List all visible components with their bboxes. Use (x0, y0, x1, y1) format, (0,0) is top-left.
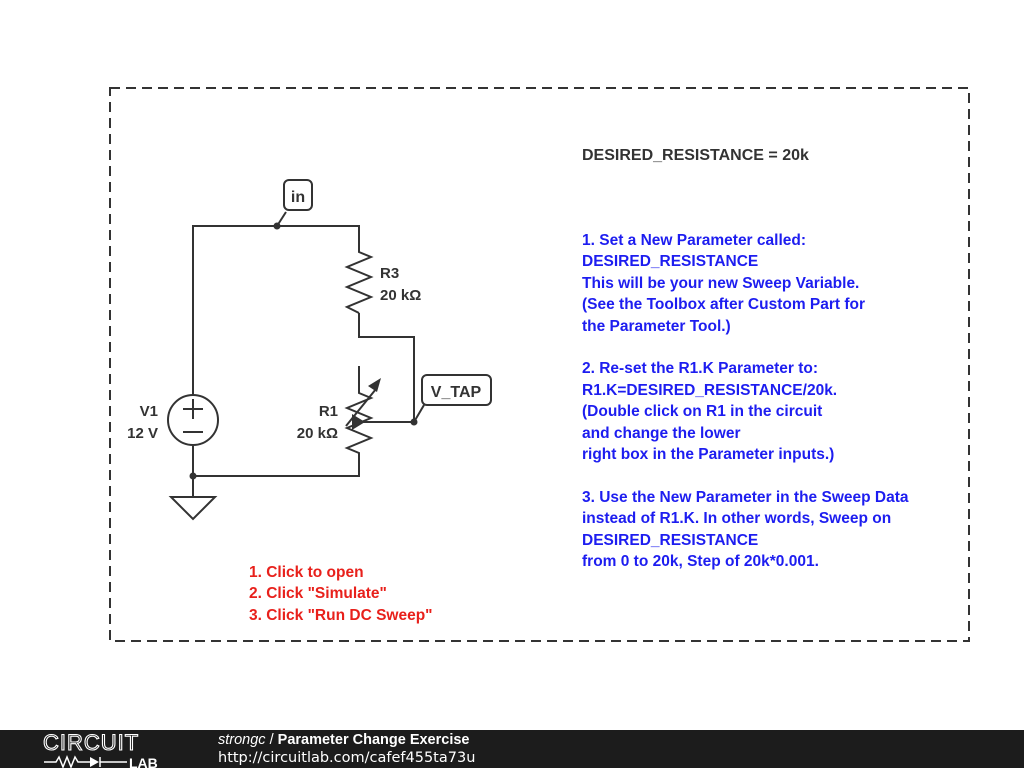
step-line: 2. Click "Simulate" (249, 585, 387, 603)
step-line: 1. Click to open (249, 564, 364, 581)
footer-bar: CIRCUIT LAB strongc / Parameter Change E… (0, 730, 1024, 768)
logo-top-text: CIRCUIT (43, 732, 139, 755)
parameter-definition-text: DESIRED_RESISTANCE = 20k (582, 147, 809, 164)
instruction-line (582, 465, 908, 486)
instruction-line: and change the lower (582, 424, 741, 442)
instruction-line: (See the Toolbox after Custom Part for (582, 296, 866, 314)
dashed-border-box (109, 87, 970, 642)
node-label-vtap-text: V_TAP (431, 384, 482, 401)
instruction-line: This will be your new Sweep Variable. (582, 274, 860, 292)
logo-bottom-text: LAB (129, 755, 158, 768)
schematic-drawing: in V_TAP V1 12 V R3 20 kΩ R1 20 kΩ (109, 87, 970, 642)
instruction-line: 2. Re-set the R1.K Parameter to: (582, 360, 819, 378)
circuit-title: Parameter Change Exercise (277, 732, 470, 748)
instruction-line: DESIRED_RESISTANCE (582, 531, 759, 549)
circuit-url-link[interactable]: http://circuitlab.com/cafef455ta73u (218, 750, 476, 766)
schematic-canvas[interactable]: in V_TAP V1 12 V R3 20 kΩ R1 20 kΩ DESIR… (0, 0, 1024, 730)
circuitlab-logo[interactable]: CIRCUIT LAB (42, 732, 177, 768)
instruction-line: right box in the Parameter inputs.) (582, 446, 835, 464)
r1-name-label: R1 (319, 403, 338, 420)
wire-bottom (192, 446, 360, 477)
instruction-line: (Double click on R1 in the circuit (582, 403, 823, 421)
v1-value-label: 12 V (127, 425, 158, 442)
junction-dot-ground (189, 472, 197, 480)
instruction-line: DESIRED_RESISTANCE (582, 253, 759, 271)
instructions-text: 1. Set a New Parameter called: DESIRED_RE… (582, 230, 908, 573)
node-label-vtap[interactable]: V_TAP (413, 374, 492, 423)
v1-name-label: V1 (140, 403, 158, 420)
instruction-line: instead of R1.K. In other words, Sweep o… (582, 510, 892, 528)
node-label-in[interactable]: in (276, 179, 313, 227)
author-link[interactable]: strongc (218, 732, 266, 748)
instruction-line (582, 337, 908, 358)
logo-resistor-icon (44, 754, 90, 768)
r3-name-label: R3 (380, 265, 399, 282)
step-line: 3. Click "Run DC Sweep" (249, 606, 433, 624)
potentiometer-r1[interactable] (344, 378, 381, 455)
instruction-line: 1. Set a New Parameter called: (582, 232, 807, 249)
instruction-line: the Parameter Tool.) (582, 317, 731, 335)
r1-value-label: 20 kΩ (297, 425, 338, 442)
wire-r3-to-tap (358, 313, 415, 422)
instruction-line: from 0 to 20k, Step of 20k*0.001. (582, 553, 819, 571)
instruction-line: R1.K=DESIRED_RESISTANCE/20k. (582, 381, 838, 399)
voltage-source-v1[interactable] (167, 394, 219, 446)
r3-value-label: 20 kΩ (380, 287, 421, 304)
title-separator: / (265, 732, 278, 748)
instruction-line: 3. Use the New Parameter in the Sweep Da… (582, 488, 909, 506)
resistor-r3[interactable] (344, 247, 374, 314)
logo-diode-icon (90, 757, 99, 767)
wire-top (192, 225, 360, 395)
steps-text[interactable]: 1. Click to open 2. Click "Simulate" 3. Cl… (249, 562, 433, 626)
node-label-in-text: in (291, 189, 305, 206)
ground-symbol[interactable] (168, 496, 218, 521)
footer-title: strongc / Parameter Change Exercise (218, 731, 469, 749)
